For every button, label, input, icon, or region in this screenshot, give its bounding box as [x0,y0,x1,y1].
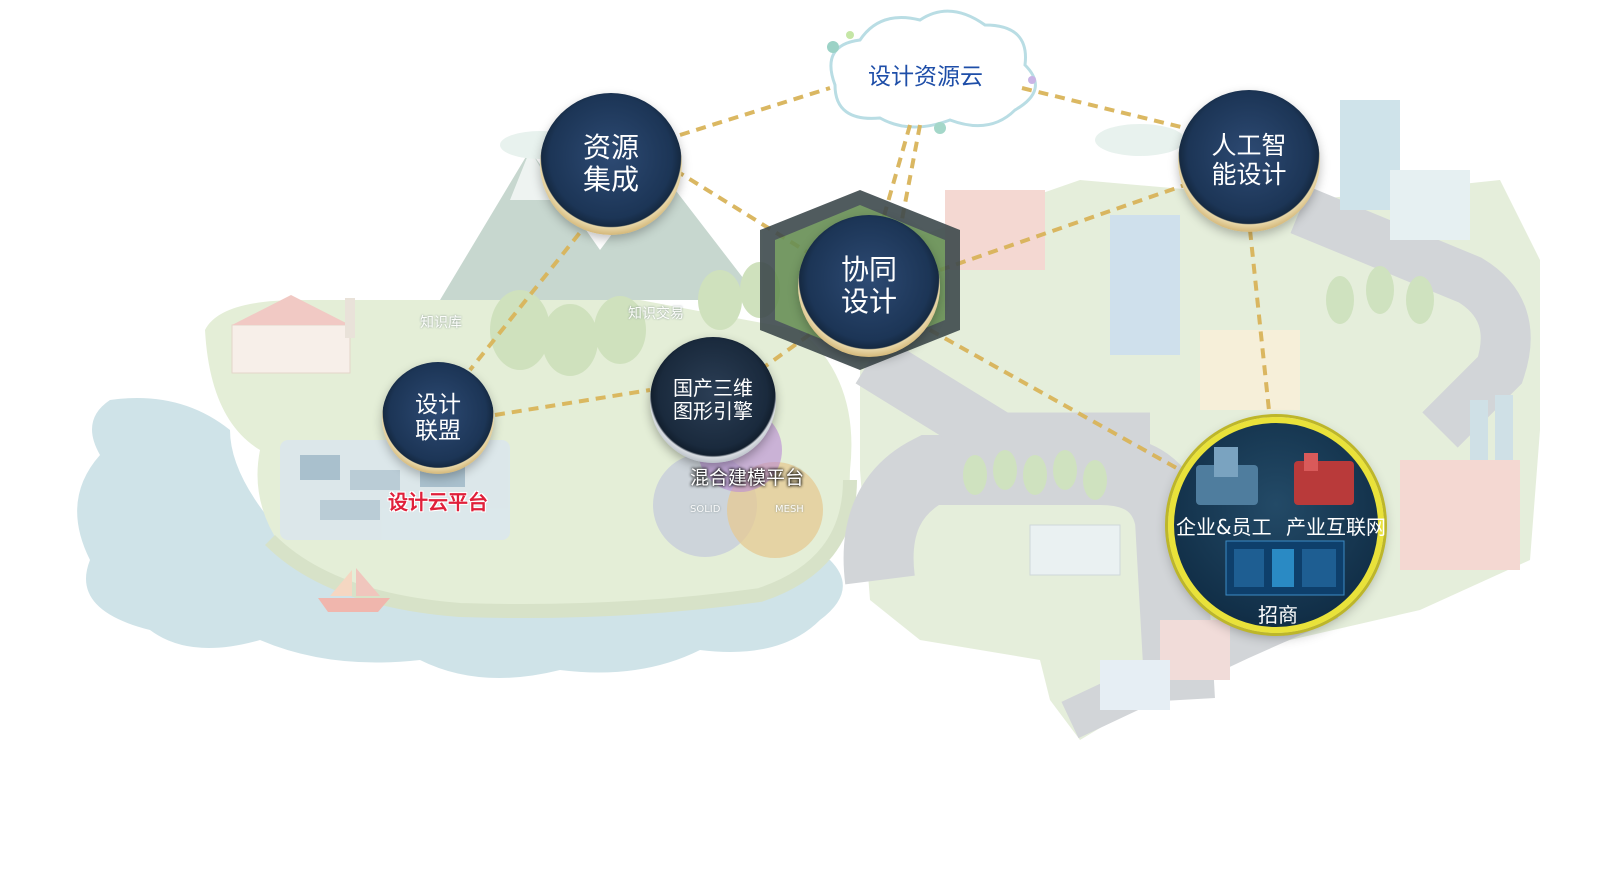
design-resource-cloud-label: 设计资源云 [868,64,983,90]
ai-design-node[interactable]: 人工智 能设计 [1178,90,1320,232]
industry-hub-circle[interactable]: 企业&员工 产业互联网 招商 [1168,417,1386,633]
ai-design-line-1: 人工智 [1211,131,1287,161]
design-alliance-line-1: 设计 [415,391,461,418]
industrial-internet-label: 产业互联网 [1286,515,1386,539]
ai-design-line-2: 能设计 [1211,160,1287,189]
collaborative-design-line-2: 设计 [840,285,897,318]
3d-graphics-engine-node[interactable]: 国产三维 图形引擎 [650,337,776,463]
mesh-label: MESH [775,504,804,515]
design-cloud-shape [827,9,1037,134]
hub-illustrations [1196,447,1354,596]
enterprise-employees-label: 企业&员工 [1176,515,1272,539]
collaborative-design-node[interactable]: 协同 设计 [798,215,940,357]
resource-integration-line-1: 资源 [582,130,639,164]
toll-gate [1029,524,1121,576]
road-right [1290,186,1531,448]
design-alliance-line-2: 联盟 [415,418,461,444]
graphics-engine-line-2: 图形引擎 [673,399,753,423]
design-alliance-node[interactable]: 设计 联盟 [382,362,494,474]
knowledge-trading-label: 知识交易 [628,306,684,322]
resource-integration-line-2: 集成 [582,163,639,196]
solid-label: SOLID [690,504,721,515]
road-upper [855,336,1150,468]
city-buildings [945,100,1520,710]
graphics-engine-line-1: 国产三维 [673,376,753,400]
investment-attraction-label: 招商 [1258,603,1298,627]
city-trees [963,266,1434,500]
hybrid-modeling-platform-label: 混合建模平台 [690,467,805,489]
collaborative-design-line-1: 协同 [840,252,897,286]
design-cloud-platform-label: 设计云平台 [388,490,488,514]
resource-integration-node[interactable]: 资源 集成 [540,93,682,235]
sailboat [318,568,390,612]
knowledge-base-label: 知识库 [420,315,462,331]
left-factory [231,295,355,374]
